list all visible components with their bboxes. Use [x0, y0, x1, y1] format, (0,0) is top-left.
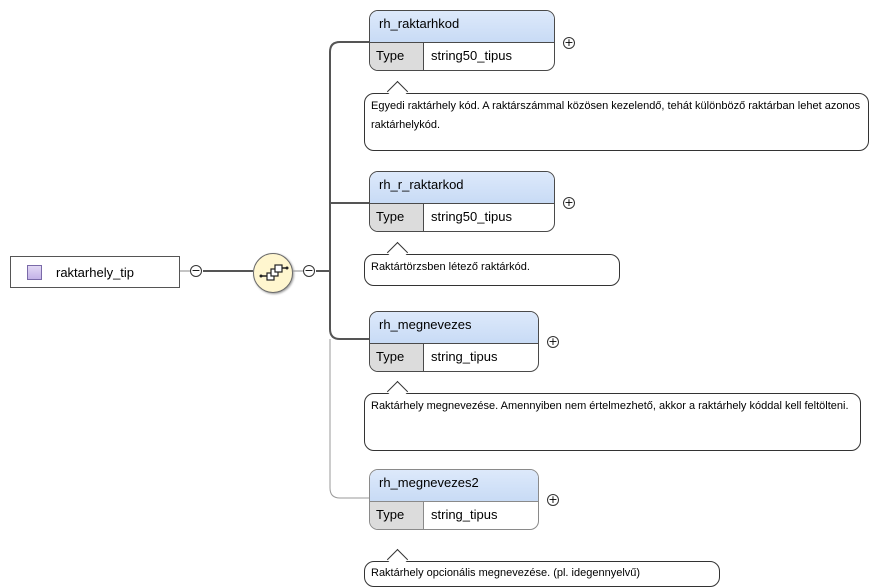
type-value: string50_tipus: [431, 209, 512, 224]
element-rh-raktarhkod[interactable]: rh_raktarhkod Type string50_tipus: [369, 10, 555, 71]
element-rh-megnevezes2[interactable]: rh_megnevezes2 Type string_tipus: [369, 469, 539, 530]
expand-rh-r-raktarkod-plus-circle-icon[interactable]: +: [563, 196, 575, 209]
expand-rh-raktarhkod-plus-circle-icon[interactable]: +: [563, 36, 575, 49]
element-rh-r-raktarkod[interactable]: rh_r_raktarkod Type string50_tipus: [369, 171, 555, 232]
type-value: string_tipus: [431, 507, 498, 522]
type-value: string50_tipus: [431, 48, 512, 63]
documentation-rh-r-raktarkod: Raktártörzsben létező raktárkód.: [364, 241, 620, 286]
element-name: rh_raktarhkod: [370, 11, 554, 43]
type-label: Type: [370, 344, 424, 371]
root-type-name: raktarhely_tip: [56, 264, 135, 280]
type-value: string_tipus: [431, 349, 498, 364]
element-name: rh_r_raktarkod: [370, 172, 554, 204]
type-label: Type: [370, 43, 424, 70]
expand-rh-megnevezes-plus-circle-icon[interactable]: +: [547, 335, 559, 348]
complex-type-root[interactable]: raktarhely_tip: [10, 256, 180, 288]
sequence-icon: [259, 264, 289, 281]
type-label: Type: [370, 204, 424, 231]
documentation-rh-megnevezes: Raktárhely megnevezése. Amennyiben nem é…: [364, 380, 861, 451]
doc-text: Raktárhely megnevezése. Amennyiben nem é…: [371, 400, 849, 412]
collapse-root-toggle-icon[interactable]: −: [190, 264, 202, 277]
sequence-compositor[interactable]: [253, 253, 293, 293]
doc-text: Raktárhely opcionális megnevezése. (pl. …: [371, 567, 641, 579]
doc-text: Raktártörzsben létező raktárkód.: [371, 261, 530, 273]
complex-type-icon: [27, 264, 42, 280]
collapse-sequence-toggle-icon[interactable]: −: [303, 264, 315, 277]
doc-text: Egyedi raktárhely kód. A raktárszámmal k…: [371, 100, 861, 131]
documentation-rh-raktarhkod: Egyedi raktárhely kód. A raktárszámmal k…: [364, 80, 869, 151]
element-rh-megnevezes[interactable]: rh_megnevezes Type string_tipus: [369, 311, 539, 372]
expand-rh-megnevezes2-plus-circle-icon[interactable]: +: [547, 493, 559, 506]
element-name: rh_megnevezes: [370, 312, 538, 344]
type-label: Type: [370, 502, 424, 529]
documentation-rh-megnevezes2: Raktárhely opcionális megnevezése. (pl. …: [364, 548, 720, 587]
element-name: rh_megnevezes2: [370, 470, 538, 502]
